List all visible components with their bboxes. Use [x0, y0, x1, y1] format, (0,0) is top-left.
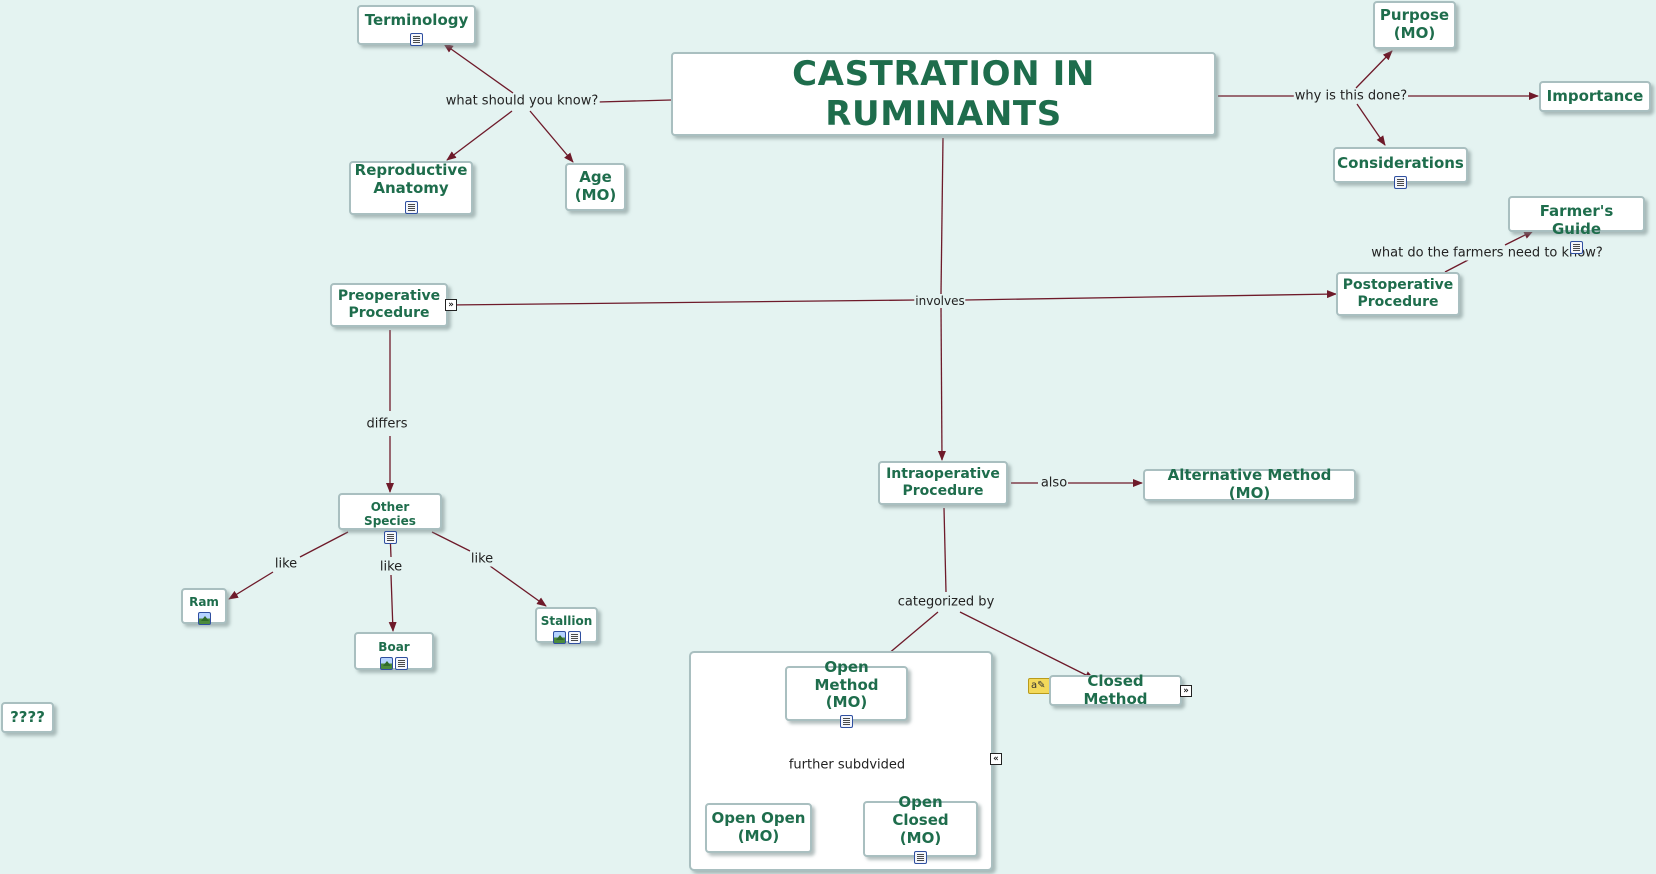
node-open-open[interactable]: Open Open (MO) [705, 803, 812, 853]
document-icon[interactable] [383, 531, 397, 545]
link-label-like-stallion: like [469, 551, 495, 567]
node-ram[interactable]: Ram [181, 588, 227, 626]
node-castration-in-ruminants[interactable]: CASTRATION IN RUMINANTS [671, 52, 1216, 136]
link-to-terminology [443, 43, 514, 94]
node-label: Intraoperative Procedure [886, 466, 1000, 499]
document-icon[interactable] [914, 850, 927, 864]
document-icon[interactable] [567, 631, 581, 645]
link-label-like-boar: like [378, 559, 404, 575]
node-closed-method[interactable]: Closed Method [1049, 671, 1182, 708]
image-icon[interactable] [197, 612, 211, 626]
expand-icon[interactable]: » [1180, 685, 1192, 697]
node-stallion[interactable]: Stallion [535, 607, 598, 645]
link-main-to-involves [940, 137, 944, 295]
node-label: CASTRATION IN RUMINANTS [792, 53, 1095, 134]
node-label: Purpose (MO) [1379, 6, 1450, 42]
node-postoperative-procedure[interactable]: Postoperative Procedure [1336, 272, 1460, 316]
document-icon[interactable] [404, 200, 418, 214]
link-to-like-ram [299, 531, 349, 558]
document-icon[interactable] [410, 32, 423, 46]
node-age[interactable]: Age (MO) [565, 163, 626, 211]
node-label: Preoperative Procedure [337, 288, 441, 321]
expand-icon[interactable]: » [445, 299, 457, 311]
link-label-what-do-farmers-need: what do the farmers need to know? [1370, 245, 1604, 261]
node-alternative-method[interactable]: Alternative Method (MO) [1143, 466, 1356, 502]
node-label: Open Closed (MO) [892, 793, 949, 847]
link-main-to-what-should [597, 99, 672, 103]
node-label: Reproductive Anatomy [354, 161, 468, 197]
node-label: Open Open (MO) [711, 809, 806, 845]
node-importance[interactable]: Importance [1539, 81, 1651, 112]
node-label: ???? [10, 707, 45, 726]
link-involves-to-postoperative [964, 290, 1337, 301]
image-icon[interactable] [380, 657, 393, 671]
link-to-age [529, 110, 574, 163]
node-label: Open Method (MO) [814, 657, 879, 712]
link-label-what-should-you-know: what should you know? [444, 93, 600, 109]
link-label-differs: differs [365, 416, 409, 432]
node-considerations[interactable]: Considerations [1333, 147, 1468, 189]
link-involves-to-intraoperative [937, 305, 946, 461]
link-involves-to-preoperative [447, 299, 917, 306]
node-preoperative-procedure[interactable]: Preoperative Procedure [330, 283, 448, 327]
node-label: Importance [1546, 86, 1644, 105]
link-like-to-boar [388, 574, 397, 632]
collapse-icon[interactable]: « [990, 753, 1002, 765]
node-label: Other Species [364, 500, 416, 529]
node-label: Stallion [540, 614, 593, 628]
link-intraop-to-categorized [943, 507, 947, 593]
node-intraoperative-procedure[interactable]: Intraoperative Procedure [878, 461, 1008, 505]
node-label: Boar [378, 640, 410, 654]
document-icon[interactable] [1570, 241, 1583, 255]
link-label-categorized-by: categorized by [896, 594, 996, 610]
node-terminology[interactable]: Terminology [357, 5, 476, 46]
document-icon[interactable] [840, 715, 853, 729]
link-to-purpose [1355, 50, 1393, 89]
link-to-reproductive-anatomy [446, 110, 513, 161]
link-label-like-ram: like [273, 556, 299, 572]
node-purpose[interactable]: Purpose (MO) [1373, 1, 1456, 49]
node-label: Terminology [364, 11, 469, 29]
link-to-like-stallion [431, 531, 471, 552]
node-unknown[interactable]: ???? [1, 702, 54, 733]
node-open-closed[interactable]: Open Closed (MO) [863, 794, 978, 864]
node-label: Ram [189, 595, 219, 609]
node-label: Considerations [1337, 154, 1464, 172]
link-postop-to-what-do [1444, 258, 1471, 273]
link-to-considerations [1356, 103, 1386, 146]
node-label: Postoperative Procedure [1342, 277, 1454, 310]
node-reproductive-anatomy[interactable]: Reproductive Anatomy [349, 161, 473, 215]
node-boar[interactable]: Boar [354, 632, 434, 671]
node-other-species[interactable]: Other Species [338, 493, 442, 545]
link-label-further-subdivided: further subdvided [787, 757, 907, 773]
link-to-farmers-guide [1504, 230, 1534, 246]
image-icon[interactable] [552, 631, 566, 645]
link-like-to-ram [228, 571, 274, 600]
node-label: Farmer's Guide [1539, 202, 1614, 238]
node-label: Closed Method [1083, 671, 1148, 708]
link-label-also: also [1039, 475, 1069, 491]
node-open-method[interactable]: Open Method (MO) [785, 658, 908, 729]
node-label: Alternative Method (MO) [1167, 466, 1332, 502]
link-to-closed-method [959, 611, 1095, 680]
link-label-why-is-this-done: why is this done? [1293, 88, 1409, 104]
link-label-involves: involves [914, 294, 966, 308]
document-icon[interactable] [395, 657, 408, 671]
link-like-to-stallion [489, 565, 547, 607]
document-icon[interactable] [1394, 175, 1407, 189]
node-farmers-guide[interactable]: Farmer's Guide [1508, 196, 1645, 255]
node-label: Age (MO) [574, 168, 617, 204]
